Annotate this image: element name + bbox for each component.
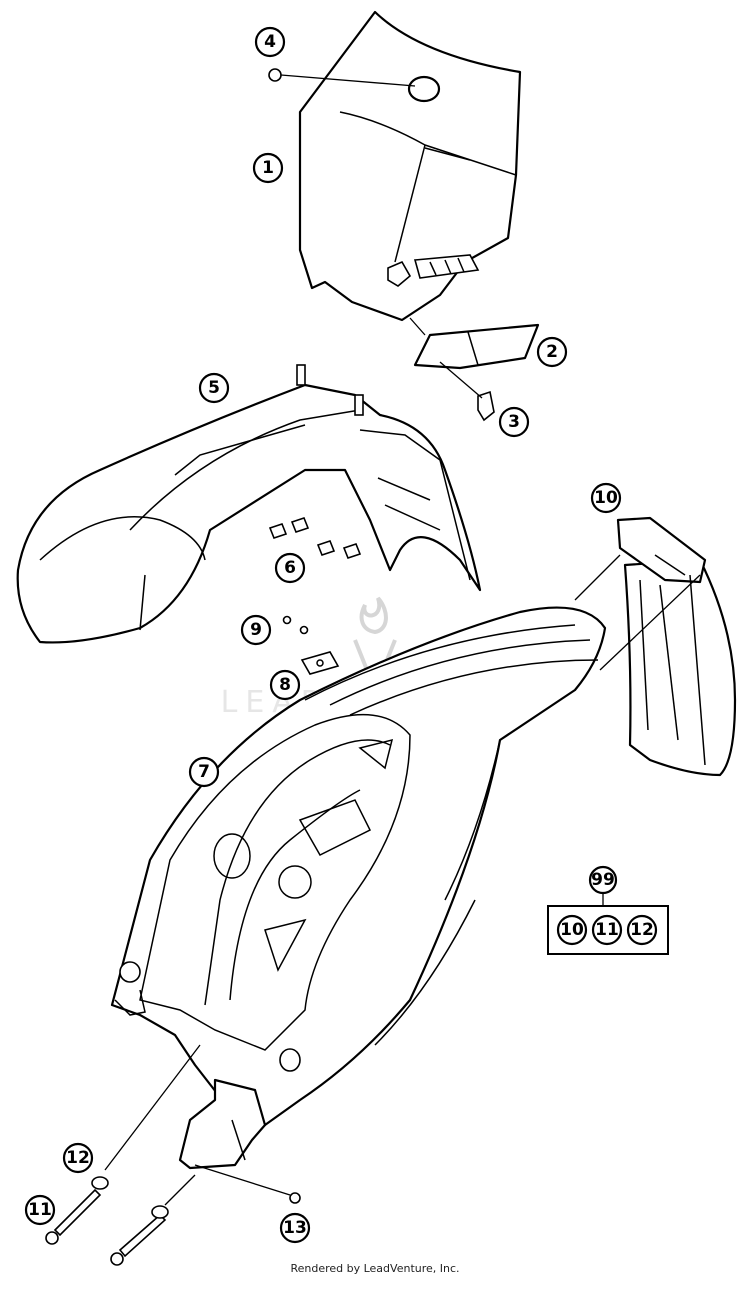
kit-99: 99 10 11 12 [547, 865, 669, 955]
callout-3-label: 3 [508, 412, 520, 432]
nut-plate-8 [300, 651, 340, 675]
kit-item-12-label: 12 [630, 920, 654, 940]
callout-2: 2 [536, 336, 568, 368]
callout-5-label: 5 [208, 378, 220, 398]
callout-4: 4 [254, 26, 286, 58]
callout-4-label: 4 [264, 32, 276, 52]
bolt-13 [289, 1192, 301, 1204]
screws-9 [282, 615, 309, 635]
kit-item-11-label: 11 [595, 920, 619, 940]
callout-1-label: 1 [262, 158, 274, 178]
footer-credit: Rendered by LeadVenture, Inc. [290, 1262, 460, 1275]
callout-2-label: 2 [546, 342, 558, 362]
callout-10-label: 10 [594, 488, 618, 508]
callout-9-label: 9 [250, 620, 262, 640]
callout-1: 1 [252, 152, 284, 184]
callout-12: 12 [62, 1142, 94, 1174]
callout-6-label: 6 [284, 558, 296, 578]
number-plate [298, 10, 522, 322]
callout-99-label: 99 [591, 870, 615, 890]
nut-4 [268, 68, 282, 82]
kit-item-10-label: 10 [560, 920, 584, 940]
kit-item-12: 12 [626, 914, 658, 946]
callout-11: 11 [24, 1194, 56, 1226]
callout-8-label: 8 [279, 675, 291, 695]
callout-7-label: 7 [198, 762, 210, 782]
shield [413, 323, 540, 370]
callout-10: 10 [590, 482, 622, 514]
washer-12 [91, 1176, 169, 1219]
front-fender [16, 364, 482, 644]
leader-lines [104, 74, 701, 1206]
callout-7: 7 [188, 756, 220, 788]
screw-3 [477, 390, 495, 422]
kit-item-11: 11 [591, 914, 623, 946]
callout-9: 9 [240, 614, 272, 646]
side-panel [616, 516, 737, 777]
callout-8: 8 [269, 669, 301, 701]
callout-11-label: 11 [28, 1200, 52, 1220]
clips-6 [268, 517, 362, 559]
callout-3: 3 [498, 406, 530, 438]
callout-13: 13 [279, 1212, 311, 1244]
callout-12-label: 12 [66, 1148, 90, 1168]
callout-13-label: 13 [283, 1218, 307, 1238]
screw-11 [45, 1188, 167, 1266]
kit-item-10: 10 [556, 914, 588, 946]
callout-99: 99 [588, 865, 618, 895]
callout-5: 5 [198, 372, 230, 404]
callout-6: 6 [274, 552, 306, 584]
rear-fender [110, 606, 607, 1170]
